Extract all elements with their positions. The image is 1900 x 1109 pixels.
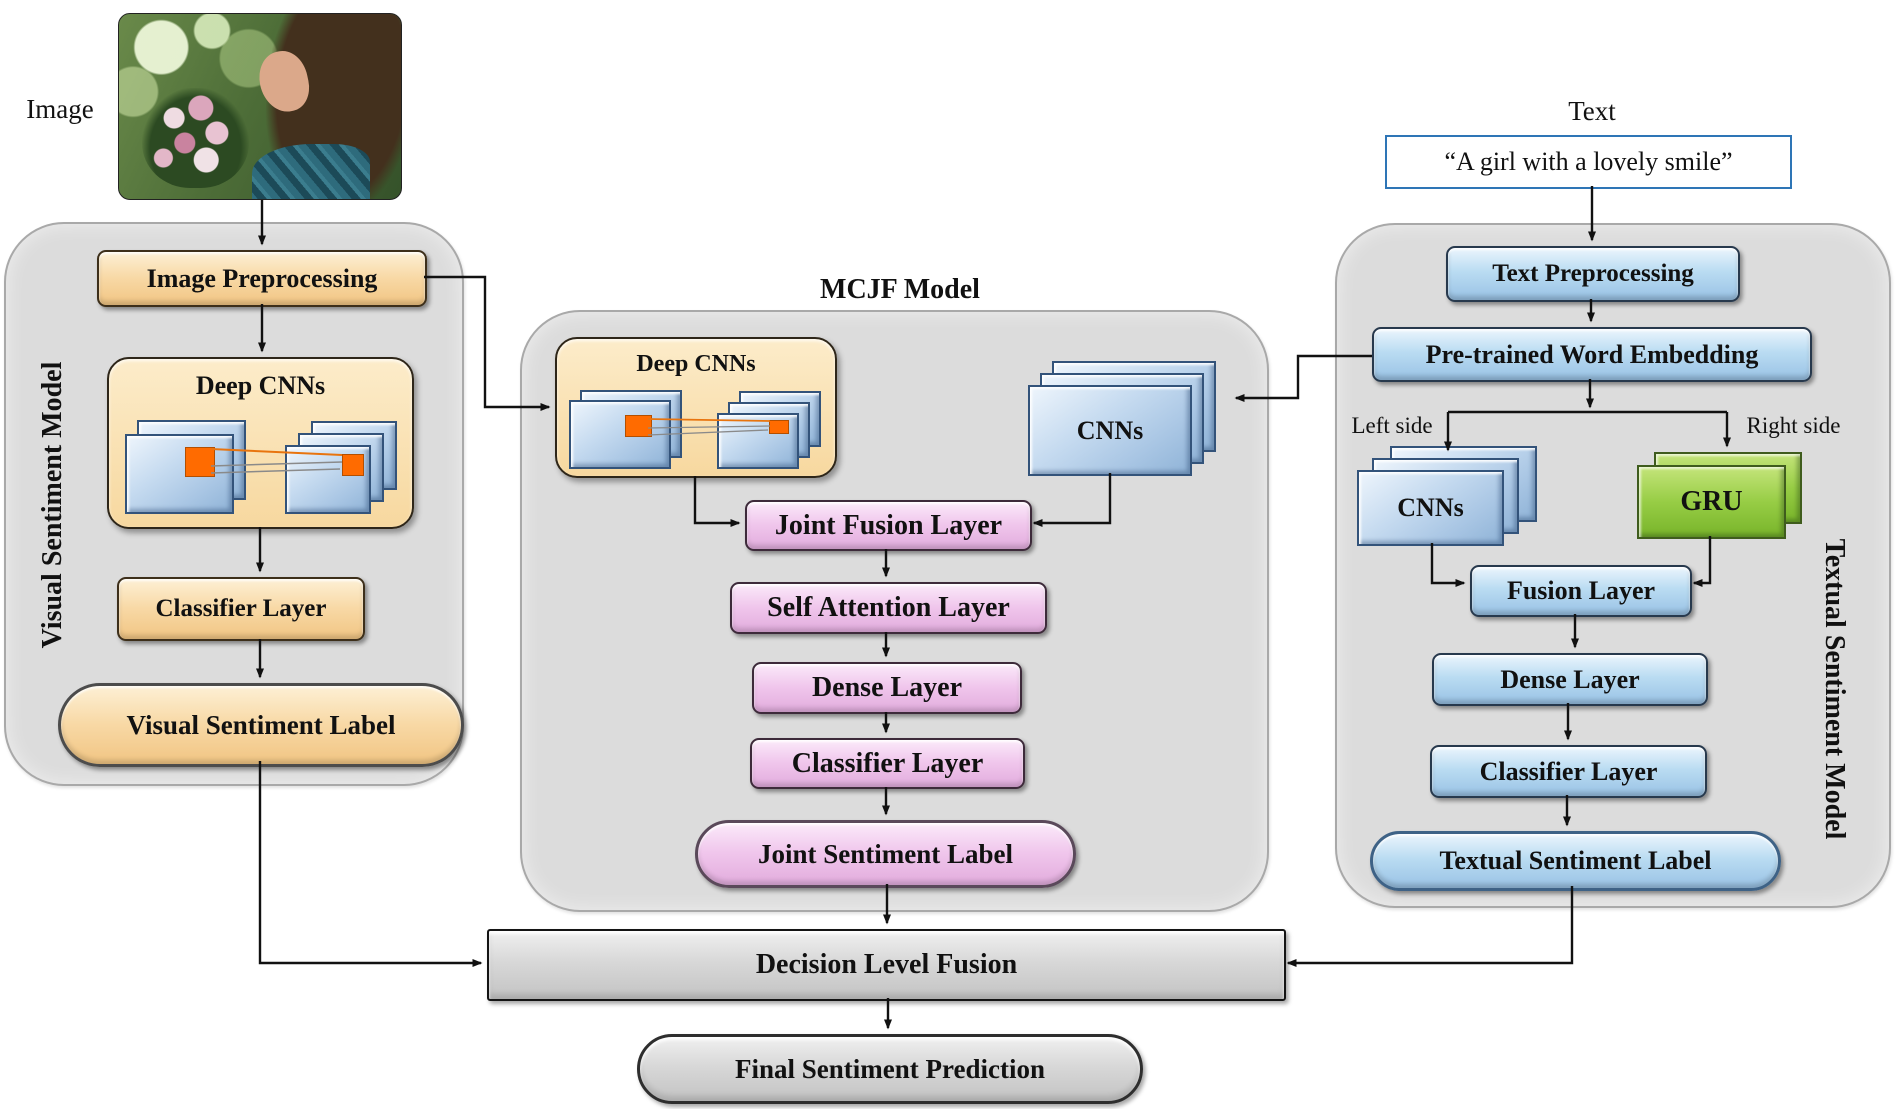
cnn-layer-front: CNNs [1357,470,1504,546]
textual-cnns-stack: CNNs [1357,446,1537,546]
textual-dense-layer-node: Dense Layer [1432,653,1708,706]
feature-map-square [342,454,364,476]
cnn-layer [569,400,671,469]
cnn-layer [125,434,234,514]
photo-shirt-shape [251,143,370,199]
visual-deep-cnns-group: Deep CNNs [107,357,414,529]
mcjf-dense-layer-node: Dense Layer [752,662,1022,714]
textual-fusion-layer-node: Fusion Layer [1470,565,1692,617]
decision-level-fusion-node: Decision Level Fusion [487,929,1286,1001]
text-quote-box: “A girl with a lovely smile” [1385,135,1792,189]
self-attention-layer-node: Self Attention Layer [730,582,1047,634]
gru-layer-front: GRU [1637,465,1786,539]
mcjf-cnns-stack: CNNs [1028,361,1224,476]
visual-model-title: Visual Sentiment Model [37,361,68,649]
arrow-vsl-to-decision-fusion [258,761,483,967]
input-photo-image [118,13,402,200]
text-preprocessing-node: Text Preprocessing [1446,246,1740,302]
final-sentiment-prediction-node: Final Sentiment Prediction [637,1034,1143,1104]
feature-map-square [769,420,789,434]
mcjf-model-title: MCJF Model [820,274,980,305]
image-input-label: Image [26,94,94,124]
textual-sentiment-label-node: Textual Sentiment Label [1370,831,1781,891]
feature-map-square [625,415,652,437]
pretrained-word-embedding-node: Pre-trained Word Embedding [1372,327,1812,382]
text-input-label: Text [1568,96,1616,126]
right-side-label: Right side [1746,413,1841,438]
gru-stack: GRU [1637,452,1802,539]
textual-classifier-layer-node: Classifier Layer [1430,745,1707,798]
joint-fusion-layer-node: Joint Fusion Layer [745,500,1032,551]
visual-sentiment-label-node: Visual Sentiment Label [58,683,464,767]
left-side-label: Left side [1351,413,1433,438]
visual-deep-cnns-title: Deep CNNs [195,371,326,400]
feature-map-square [185,447,215,477]
textual-model-title: Textual Sentiment Model [1819,538,1850,840]
mcjf-deep-cnns-group: Deep CNNs [555,337,837,478]
image-preprocessing-node: Image Preprocessing [97,250,427,307]
photo-flowers-shape [141,88,249,188]
mcjf-classifier-layer-node: Classifier Layer [750,738,1025,789]
mcjf-cnns-label: CNNs [1076,415,1144,445]
cnn-layer-front: CNNs [1028,385,1192,476]
mcjf-deep-cnns-title: Deep CNNs [636,351,756,377]
visual-classifier-layer-node: Classifier Layer [117,577,365,641]
joint-sentiment-label-node: Joint Sentiment Label [695,820,1076,888]
gru-label: GRU [1680,486,1743,517]
textual-cnns-label: CNNs [1397,493,1464,522]
